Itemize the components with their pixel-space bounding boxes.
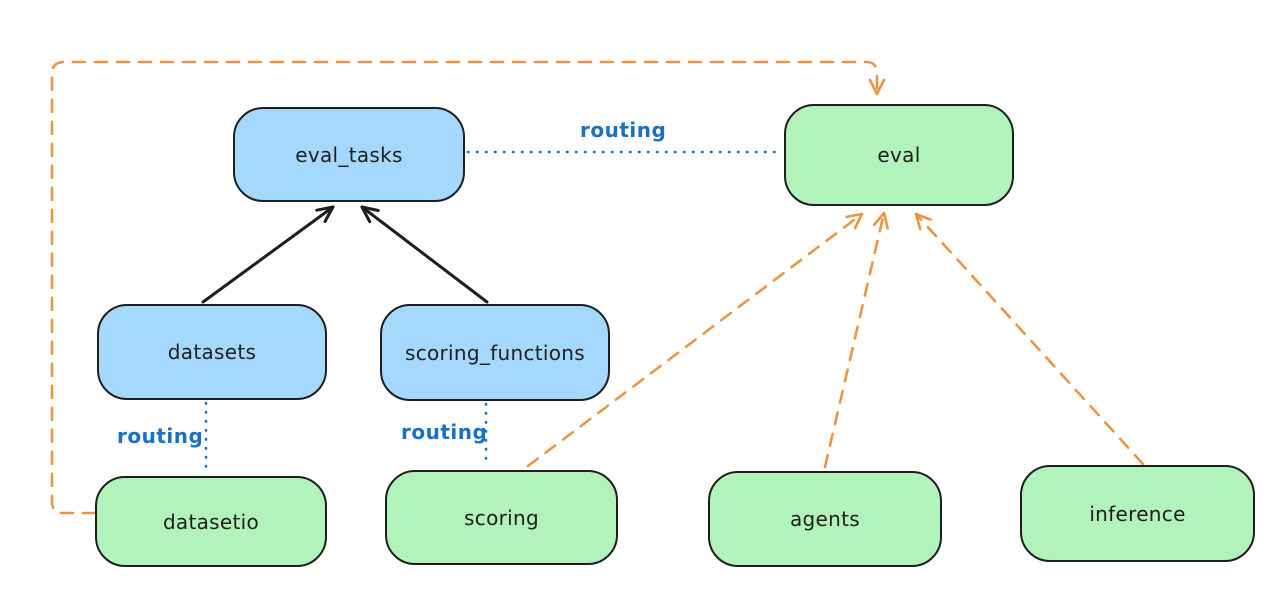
node-scoring: scoring <box>385 470 618 565</box>
node-datasets: datasets <box>97 304 327 400</box>
node-datasets-label: datasets <box>167 340 257 364</box>
node-scoring-functions: scoring_functions <box>380 304 610 401</box>
edge-label-routing-scoring-functions-scoring: routing <box>401 420 488 444</box>
node-agents-label: agents <box>790 507 860 531</box>
node-eval: eval <box>784 104 1014 206</box>
node-datasetio: datasetio <box>95 476 327 567</box>
edge-label-routing-eval-tasks-eval: routing <box>580 118 667 142</box>
node-scoring-label: scoring <box>464 505 539 530</box>
edge-scoring-functions-to-eval-tasks <box>360 205 489 304</box>
node-eval-label: eval <box>877 143 921 167</box>
edge-label-routing-datasets-datasetio: routing <box>117 424 204 448</box>
node-inference-label: inference <box>1089 501 1186 526</box>
node-datasetio-label: datasetio <box>162 509 260 534</box>
node-eval-tasks-label: eval_tasks <box>295 142 403 167</box>
edge-inference-to-eval <box>914 212 1145 466</box>
edge-datasets-to-eval-tasks <box>201 205 335 304</box>
edge-agents-to-eval <box>823 211 889 469</box>
node-scoring-functions-label: scoring_functions <box>404 340 586 365</box>
node-inference: inference <box>1020 465 1255 562</box>
node-agents: agents <box>708 471 942 567</box>
node-eval-tasks: eval_tasks <box>233 107 465 202</box>
